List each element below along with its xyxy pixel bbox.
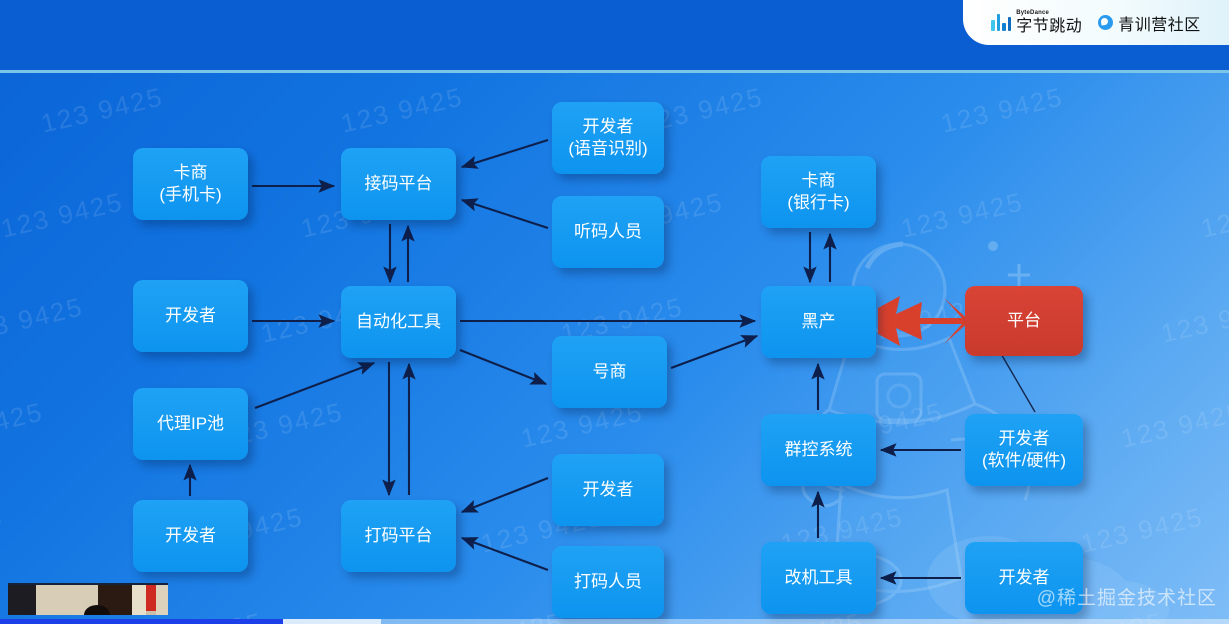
node-heichan: 黑产: [761, 286, 876, 358]
node-dev-sw-hw-1: 开发者 (软件/硬件): [965, 414, 1083, 486]
presenter-silhouette: [84, 605, 110, 615]
community-drop-icon: [1098, 15, 1114, 30]
node-dev-3: 开发者: [552, 454, 664, 526]
node-platform: 平台: [965, 286, 1083, 356]
community-logo: 青训营社区: [1098, 11, 1201, 35]
site-watermark: @稀土掘金技术社区: [1036, 588, 1217, 609]
node-dev-4: 开发者: [965, 542, 1083, 614]
node-auto-tool: 自动化工具: [341, 286, 456, 358]
bytedance-en-label: ByteDance: [1016, 9, 1050, 16]
node-dev-2: 开发者: [133, 500, 248, 572]
node-haoshang: 号商: [552, 336, 667, 408]
node-tingma: 听码人员: [552, 196, 664, 268]
header-underline: [0, 70, 1229, 73]
node-proxy-ip: 代理IP池: [133, 388, 248, 460]
bytedance-cn-label: 字节跳动: [1016, 17, 1083, 35]
node-kashang-sim: 卡商 (手机卡): [133, 148, 248, 220]
node-dev-1: 开发者: [133, 280, 248, 352]
emphasis-red-arrow: [878, 296, 970, 346]
bytedance-bars-icon: [991, 14, 1012, 31]
video-progress-bar[interactable]: [0, 619, 1229, 624]
node-dama-plat: 打码平台: [341, 500, 456, 572]
video-progress-fill: [0, 619, 283, 624]
community-label: 青训营社区: [1118, 16, 1201, 34]
bytedance-logo: ByteDance 字节跳动: [991, 10, 1082, 36]
node-dama-staff: 打码人员: [552, 546, 664, 618]
node-jiema: 接码平台: [341, 148, 456, 220]
brand-bar: ByteDance 字节跳动 青训营社区: [963, 0, 1229, 45]
node-dev-asr: 开发者 (语音识别): [552, 102, 664, 174]
node-kashang-bank: 卡商 (银行卡): [761, 156, 876, 228]
node-qunkong: 群控系统: [761, 414, 876, 486]
video-picture-in-picture[interactable]: [8, 583, 168, 615]
node-gaiji: 改机工具: [761, 542, 876, 614]
